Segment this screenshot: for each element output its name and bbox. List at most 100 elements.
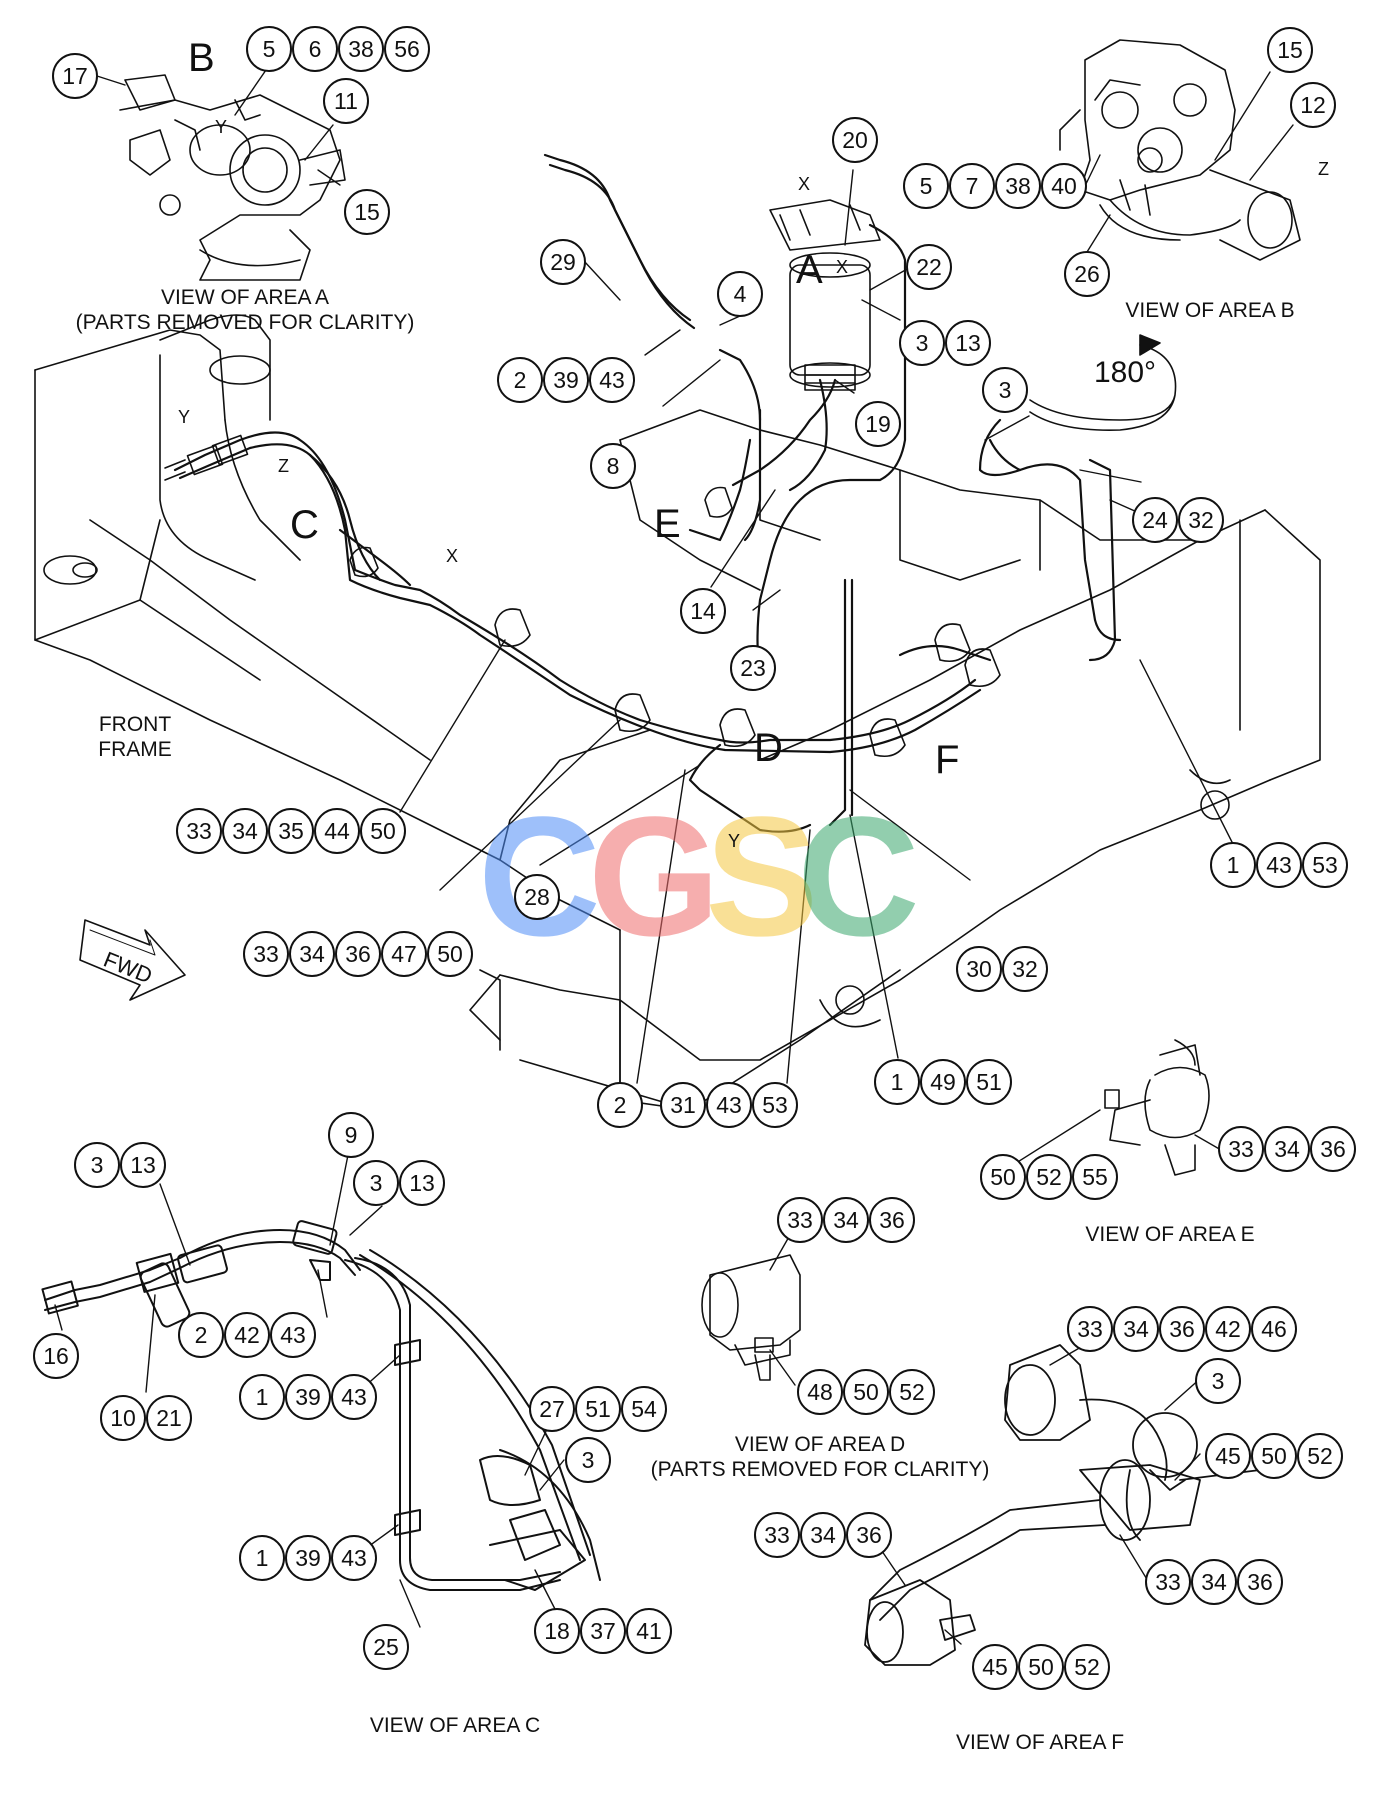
callout-50: 50: [843, 1369, 889, 1415]
callout-49: 49: [920, 1059, 966, 1105]
callout-33: 33: [1145, 1559, 1191, 1605]
callout-47: 47: [381, 931, 427, 977]
callout-50: 50: [980, 1154, 1026, 1200]
callout-7: 7: [949, 163, 995, 209]
caption-front-frame: FRONT FRAME: [70, 712, 200, 762]
callout-36: 36: [1310, 1126, 1356, 1172]
caption-front-frame-line2: FRAME: [98, 738, 172, 761]
callout-3: 3: [565, 1437, 611, 1483]
watermark-letter-c2: C: [797, 782, 920, 972]
callout-43: 43: [270, 1312, 316, 1358]
callout-5: 5: [903, 163, 949, 209]
callout-36: 36: [1159, 1306, 1205, 1352]
callout-39: 39: [285, 1374, 331, 1420]
callout-51: 51: [966, 1059, 1012, 1105]
callout-34: 34: [1264, 1126, 1310, 1172]
connector-y-view-a: Y: [215, 117, 228, 137]
watermark-letter-g: G: [588, 782, 721, 972]
callout-34: 34: [1113, 1306, 1159, 1352]
connector-z-view-b: Z: [1318, 159, 1329, 179]
connector-x-frame: X: [446, 546, 459, 566]
callout-2: 2: [497, 357, 543, 403]
connector-x-filter: X: [798, 174, 811, 194]
callout-52: 52: [1297, 1433, 1343, 1479]
callout-41: 41: [626, 1608, 672, 1654]
callout-25: 25: [363, 1624, 409, 1670]
callout-33: 33: [176, 808, 222, 854]
callout-45: 45: [1205, 1433, 1251, 1479]
callout-54: 54: [621, 1386, 667, 1432]
harness-clamps: [349, 486, 1001, 758]
callout-43: 43: [331, 1374, 377, 1420]
callout-34: 34: [800, 1512, 846, 1558]
caption-view-area-e: VIEW OF AREA E: [1085, 1223, 1255, 1246]
caption-view-area-d: VIEW OF AREA D (PARTS REMOVED FOR CLARIT…: [620, 1432, 1020, 1482]
area-letter-d: D: [754, 726, 783, 770]
callout-48: 48: [797, 1369, 843, 1415]
caption-view-area-a-line2: (PARTS REMOVED FOR CLARITY): [75, 311, 415, 334]
caption-view-area-b: VIEW OF AREA B: [1125, 299, 1295, 322]
connector-z-frame: Z: [278, 456, 289, 476]
callout-34: 34: [823, 1197, 869, 1243]
callout-42: 42: [1205, 1306, 1251, 1352]
callout-40: 40: [1041, 163, 1087, 209]
watermark-letter-s: S: [705, 782, 819, 972]
caption-view-area-c: VIEW OF AREA C: [369, 1714, 541, 1737]
callout-33: 33: [1067, 1306, 1113, 1352]
callout-1: 1: [874, 1059, 920, 1105]
callout-10: 10: [100, 1395, 146, 1441]
rotation-label: 180°: [1093, 356, 1157, 389]
front-frame-outline: [34, 314, 1321, 1111]
callout-1: 1: [1210, 842, 1256, 888]
view-a-illustration: [119, 74, 346, 281]
callout-33: 33: [754, 1512, 800, 1558]
callout-50: 50: [360, 808, 406, 854]
area-letter-b: B: [188, 36, 215, 80]
callout-36: 36: [846, 1512, 892, 1558]
callout-22: 22: [906, 244, 952, 290]
callout-53: 53: [1302, 842, 1348, 888]
callout-50: 50: [1018, 1644, 1064, 1690]
callout-26: 26: [1064, 251, 1110, 297]
callout-3: 3: [353, 1160, 399, 1206]
callout-9: 9: [328, 1112, 374, 1158]
callout-20: 20: [832, 117, 878, 163]
callout-50: 50: [427, 931, 473, 977]
callout-43: 43: [1256, 842, 1302, 888]
callout-33: 33: [243, 931, 289, 977]
callout-38: 38: [995, 163, 1041, 209]
callout-52: 52: [1064, 1644, 1110, 1690]
view-b-illustration: [1059, 39, 1301, 261]
callout-4: 4: [717, 271, 763, 317]
callout-12: 12: [1290, 82, 1336, 128]
callout-21: 21: [146, 1395, 192, 1441]
callout-16: 16: [33, 1333, 79, 1379]
caption-view-area-f: VIEW OF AREA F: [955, 1731, 1125, 1754]
callout-24: 24: [1132, 497, 1178, 543]
connector-y-frame-lower: Y: [728, 831, 741, 851]
connector-y-frame: Y: [178, 407, 191, 427]
callout-1: 1: [239, 1374, 285, 1420]
callout-1: 1: [239, 1535, 285, 1581]
callout-50: 50: [1251, 1433, 1297, 1479]
callout-3: 3: [982, 367, 1028, 413]
callout-33: 33: [1218, 1126, 1264, 1172]
area-letter-c: C: [290, 503, 319, 547]
callout-5: 5: [246, 26, 292, 72]
callout-6: 6: [292, 26, 338, 72]
callout-17: 17: [52, 53, 98, 99]
callout-13: 13: [399, 1160, 445, 1206]
view-d-illustration: [701, 1254, 801, 1381]
callout-3: 3: [74, 1142, 120, 1188]
callout-38: 38: [338, 26, 384, 72]
area-letter-f: F: [935, 738, 960, 782]
fittings-cluster: [164, 434, 249, 481]
callout-31: 31: [660, 1082, 706, 1128]
callout-34: 34: [289, 931, 335, 977]
area-letter-e: E: [654, 502, 681, 546]
callout-36: 36: [1237, 1559, 1283, 1605]
callout-52: 52: [1026, 1154, 1072, 1200]
connector-x-view-a: X: [836, 257, 849, 277]
callout-34: 34: [222, 808, 268, 854]
